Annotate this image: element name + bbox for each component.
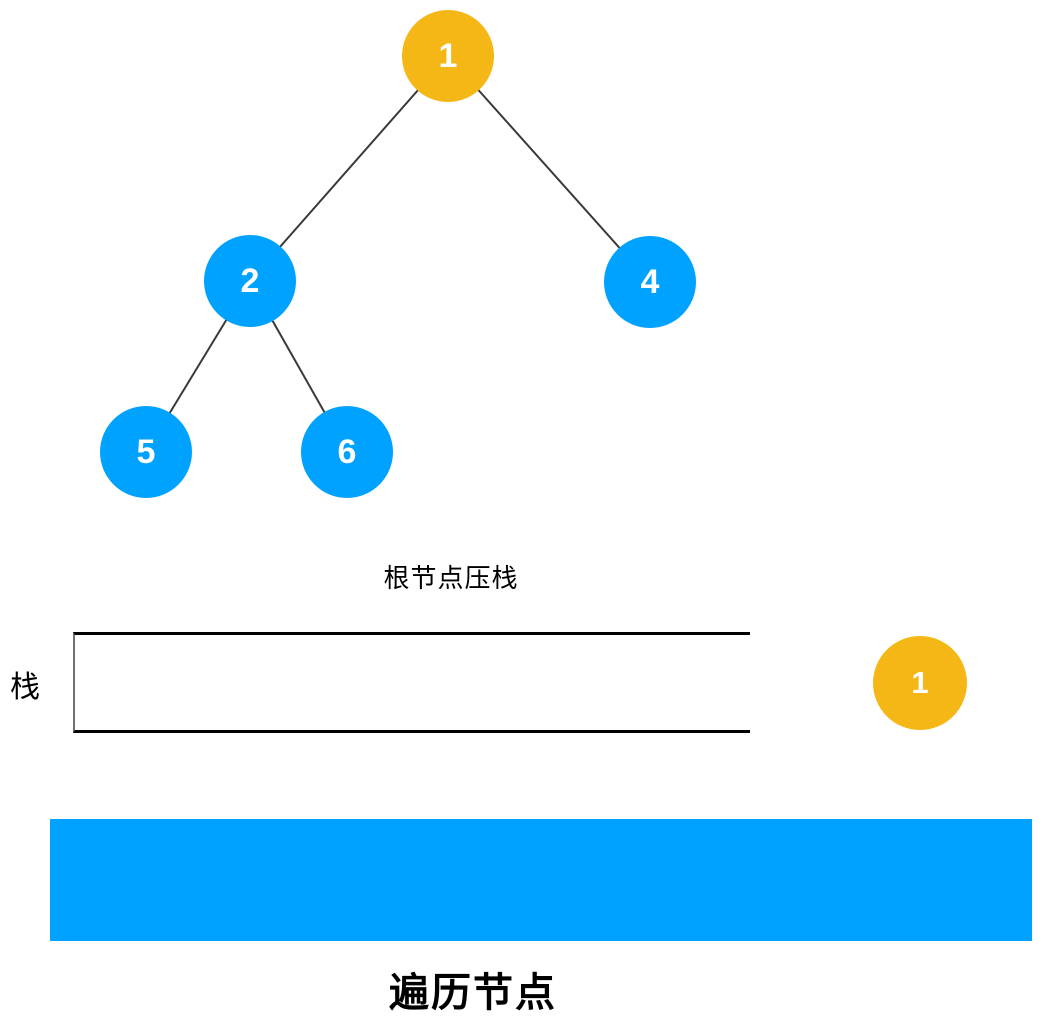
legend-color-bar — [50, 819, 1032, 941]
pending-stack-node-1-label: 1 — [911, 665, 929, 700]
tree-node-5: 5 — [100, 406, 192, 498]
tree-node-1: 1 — [402, 10, 494, 102]
legend-label: 遍历节点 — [389, 971, 557, 1015]
stack-container — [73, 632, 750, 733]
tree-node-2-label: 2 — [240, 261, 260, 300]
tree-node-6: 6 — [301, 406, 393, 498]
tree-node-4: 4 — [604, 236, 696, 328]
tree-node-2: 2 — [204, 235, 296, 327]
pending-stack-node-1: 1 — [873, 636, 967, 730]
stack-label: 栈 — [10, 671, 40, 704]
tree-node-5-label: 5 — [136, 432, 156, 471]
tree-node-1-label: 1 — [438, 36, 458, 75]
tree-node-6-label: 6 — [337, 432, 357, 471]
tree-node-4-label: 4 — [640, 262, 660, 301]
stack-step-caption: 根节点压栈 — [383, 563, 519, 593]
